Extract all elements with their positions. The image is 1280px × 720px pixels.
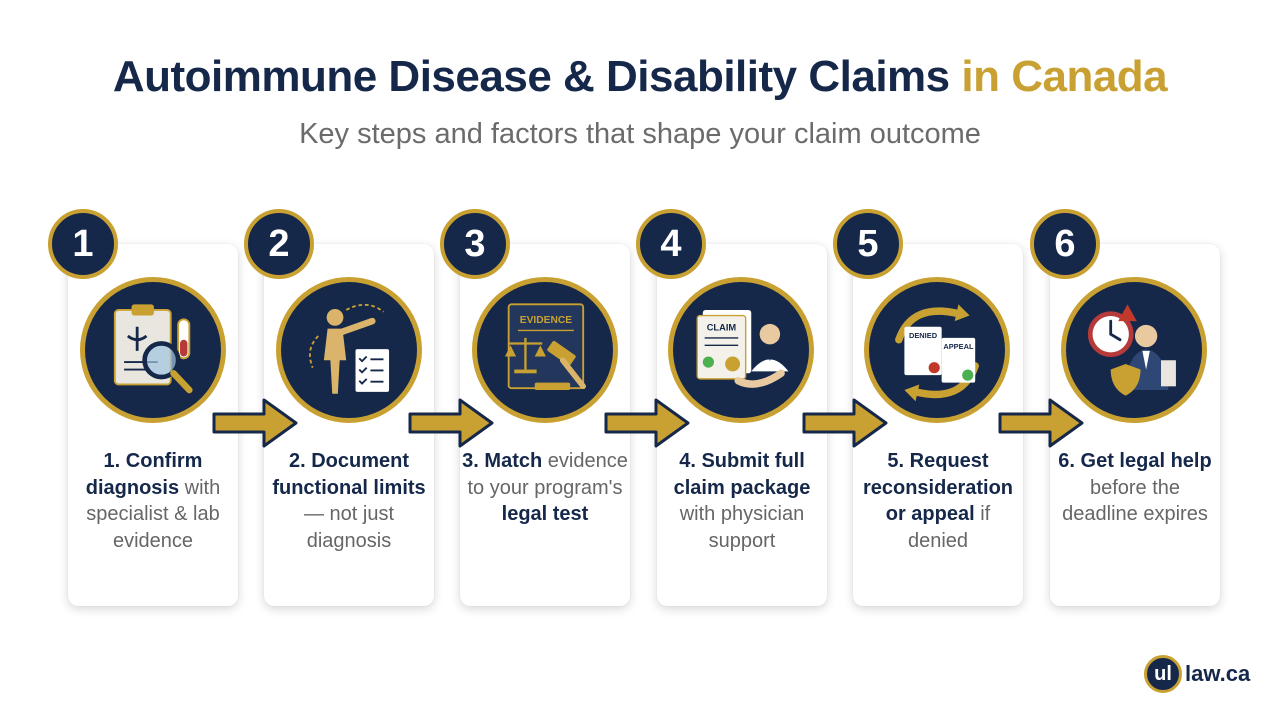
arrow-right-icon [406,392,498,454]
step-text-3: 3. Match evidence to your program's lega… [460,448,630,528]
step-text-2: 2. Document functional limits — not just… [264,448,434,554]
title-main: Autoimmune Disease & Disability Claims [112,52,950,101]
appeal-cycle-icon: DENIED APPEAL [864,277,1010,423]
step-title-3b: legal test [501,503,589,525]
claim-package-icon: CLAIM [668,277,814,423]
diagnosis-clipboard-icon [80,277,226,423]
step-title-1: 1. Confirm diagnosis [85,450,203,499]
brand-logo[interactable]: ul law.ca [1144,654,1250,694]
title-accent: in Canada [961,52,1168,101]
step-badge-2: 2 [244,209,314,279]
evidence-label: EVIDENCE [520,315,572,326]
denied-label: DENIED [909,331,938,340]
arrow-right-icon [800,392,892,454]
step-desc-4: with physician support [679,503,805,552]
step-title-2: 2. Document functional limits [272,450,426,499]
step-title-3: 3. Match [462,450,543,472]
step-title-4: 4. Submit full claim package [673,450,811,499]
step-badge-3: 3 [440,209,510,279]
logo-mark: ul [1144,655,1182,693]
step-text-6: 6. Get legal help before the deadline ex… [1050,448,1220,528]
step-desc-1: with specialist & lab evidence [86,476,221,552]
claim-label: CLAIM [707,322,737,332]
step-badge-4: 4 [636,209,706,279]
arrow-right-icon [996,392,1088,454]
step-title-5: 5. Request reconsideration or appeal [862,450,1014,525]
step-desc-6: before the deadline expires [1062,476,1208,526]
step-title-6: 6. Get legal help [1058,450,1212,472]
step-text-4: 4. Submit full claim package with physic… [657,448,827,554]
arrow-right-icon [602,392,694,454]
step-badge-5: 5 [833,209,903,279]
step-text-1: 1. Confirm diagnosis with specialist & l… [68,448,238,554]
step-desc-5: if denied [907,503,991,552]
page-subtitle: Key steps and factors that shape your cl… [299,118,981,150]
step-badge-6: 6 [1030,209,1100,279]
arrow-right-icon [210,392,302,454]
legal-help-clock-icon [1061,277,1207,423]
step-desc-3: evidence to your program's [467,450,628,499]
step-desc-2: — not just diagnosis [303,503,395,552]
step-badge-1: 1 [48,209,118,279]
evidence-gavel-icon: EVIDENCE [472,277,618,423]
appeal-label: APPEAL [943,342,974,351]
logo-text: law.ca [1185,661,1251,686]
step-text-5: 5. Request reconsideration or appeal if … [853,448,1023,554]
functional-limits-icon [276,277,422,423]
page-title: Autoimmune Disease & Disability Claims i… [0,52,1280,102]
